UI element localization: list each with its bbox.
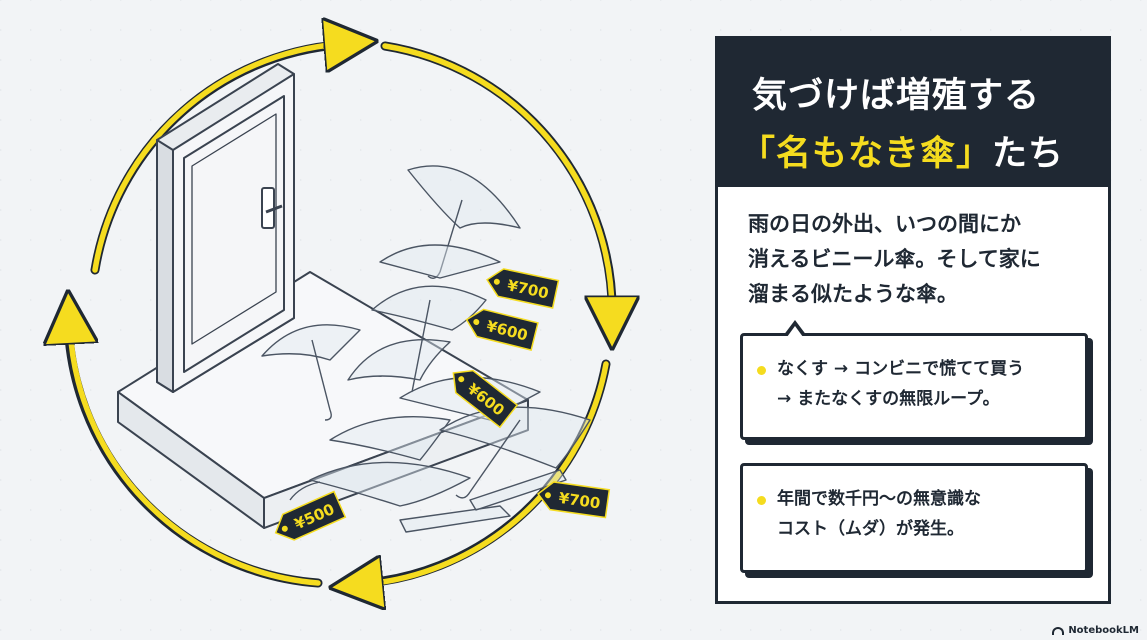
price-tag-1: ¥700 — [486, 268, 560, 309]
bubble-line: 年間で数千円〜の無意識な — [777, 489, 981, 509]
cycle-arrow-right — [382, 43, 612, 312]
intro-line: 雨の日の外出、いつの間にか — [748, 212, 1021, 236]
intro-line: 消えるビニール傘。そして家に — [748, 247, 1041, 271]
intro-line: 溜まる似たような傘。 — [748, 282, 958, 306]
speech-bubble-cost: 年間で数千円〜の無意識な コスト（ムダ）が発生。 — [740, 463, 1088, 573]
bullet-dot-icon — [757, 366, 766, 375]
page-title-line1: 気づけば増殖する — [752, 76, 1041, 116]
price-tag-5: ¥700 — [537, 481, 611, 519]
brand-watermark: NotebookLM — [1052, 625, 1139, 636]
door-handle — [261, 187, 275, 229]
price-tag-2: ¥600 — [465, 308, 539, 352]
speech-bubble-loop: なくす → コンビニで慌てて買う → またなくすの無限ループ。 — [740, 320, 1088, 440]
page-title-highlight: 「名もなき傘」 — [740, 134, 993, 174]
door — [156, 63, 295, 393]
bubble-line: なくす → コンビニで慌てて買う — [777, 359, 1025, 379]
bullet-dot-icon — [757, 496, 766, 505]
intro-text: 雨の日の外出、いつの間にか 消えるビニール傘。そして家に 溜まる似たような傘。 — [748, 207, 1088, 312]
bubble-line: → またなくすの無限ループ。 — [777, 389, 1000, 409]
umbrella-loop-illustration: ¥700 ¥600 ¥600 ¥500 ¥700 — [0, 0, 700, 640]
cycle-arrow-top — [92, 44, 340, 273]
info-panel: 気づけば増殖する 「名もなき傘」たち 雨の日の外出、いつの間にか 消えるビニール… — [715, 36, 1111, 604]
bubble-line: コスト（ムダ）が発生。 — [777, 519, 964, 539]
page-title-rest: たち — [992, 134, 1065, 174]
price-tag-5-label: ¥700 — [558, 489, 602, 513]
bubble-text: 年間で数千円〜の無意識な コスト（ムダ）が発生。 — [777, 484, 981, 544]
bubble-text: なくす → コンビニで慌てて買う → またなくすの無限ループ。 — [777, 354, 1024, 414]
page-title-line2: 「名もなき傘」たち — [740, 125, 1064, 176]
cycle-arrow-left — [70, 328, 321, 586]
notebooklm-logo-icon — [1052, 626, 1065, 635]
cycle-arrow-bottom — [367, 361, 609, 584]
brand-label: NotebookLM — [1068, 625, 1139, 636]
title-box: 気づけば増殖する 「名もなき傘」たち — [718, 39, 1108, 187]
